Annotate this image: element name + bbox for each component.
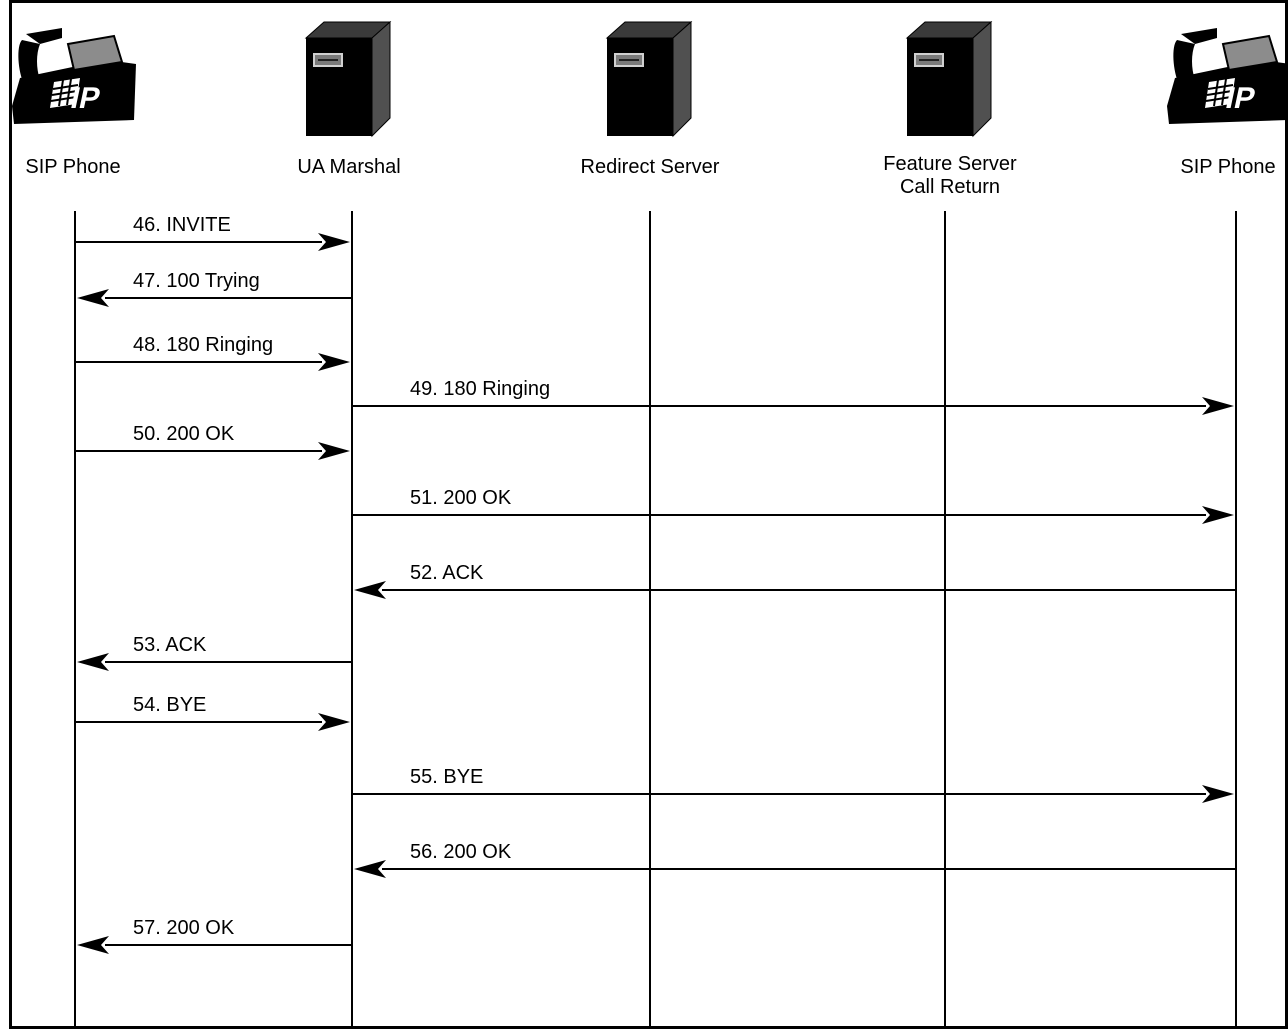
message-arrow: 54. BYE [75,694,350,731]
message-label: 53. ACK [133,634,207,656]
message-arrow: 56. 200 OK [354,841,1236,878]
message-arrow: 52. ACK [354,562,1236,599]
message-label: 48. 180 Ringing [133,334,273,356]
message-label: 46. INVITE [133,214,231,236]
diagram-frame-right [1285,0,1288,1029]
diagram-frame-left [9,0,12,1029]
participant-label: SIP Phone [1180,156,1275,178]
arrowhead [77,653,109,671]
arrowhead [1202,785,1234,803]
server-tower-icon [304,20,392,138]
message-arrow: 53. ACK [77,634,352,671]
message-arrow: 50. 200 OK [75,423,350,460]
message-label: 49. 180 Ringing [410,378,550,400]
arrowhead [318,442,350,460]
message-label: 47. 100 Trying [133,270,260,292]
message-label: 51. 200 OK [410,487,512,509]
arrowhead [77,936,109,954]
arrowhead [1202,397,1234,415]
participant-label: UA Marshal [297,156,400,178]
diagram-frame-bottom [9,1026,1288,1029]
message-arrow: 49. 180 Ringing [352,378,1234,415]
server-tower-icon [605,20,693,138]
arrowhead [77,289,109,307]
participants: IP SIP Phone UA Marshal Redirect Server Feat… [12,20,1288,198]
server-tower-icon [905,20,993,138]
arrowhead [318,713,350,731]
diagram-frame-top [9,0,1288,3]
arrowhead [354,860,386,878]
participant-4: IP SIP Phone [1167,28,1288,178]
arrowhead [1202,506,1234,524]
arrowhead [318,353,350,371]
ip-badge-label: IP [68,82,103,115]
message-label: 52. ACK [410,562,484,584]
participant-0: IP SIP Phone [12,28,136,178]
keypad [1205,78,1235,108]
ip-phone-icon: IP [1167,28,1288,124]
arrowhead [318,233,350,251]
participant-label: SIP Phone [25,156,120,178]
message-arrow: 46. INVITE [75,214,350,251]
message-label: 56. 200 OK [410,841,512,863]
participant-label: Redirect Server [581,156,720,178]
participant-2: Redirect Server [581,20,720,178]
message-arrow: 48. 180 Ringing [75,334,350,371]
message-arrow: 55. BYE [352,766,1234,803]
message-arrow: 47. 100 Trying [77,270,352,307]
participant-1: UA Marshal [297,20,401,178]
messages: 46. INVITE 47. 100 Trying 48. 180 Ringing 4… [75,214,1236,954]
message-arrow: 51. 200 OK [352,487,1234,524]
message-arrow: 57. 200 OK [77,917,352,954]
ip-badge-label: IP [1223,82,1258,115]
keypad [50,78,80,108]
ip-phone-icon: IP [12,28,136,124]
message-label: 50. 200 OK [133,423,235,445]
message-label: 57. 200 OK [133,917,235,939]
message-label: 54. BYE [133,694,206,716]
message-label: 55. BYE [410,766,483,788]
lifelines [74,211,1237,1026]
arrowhead [354,581,386,599]
